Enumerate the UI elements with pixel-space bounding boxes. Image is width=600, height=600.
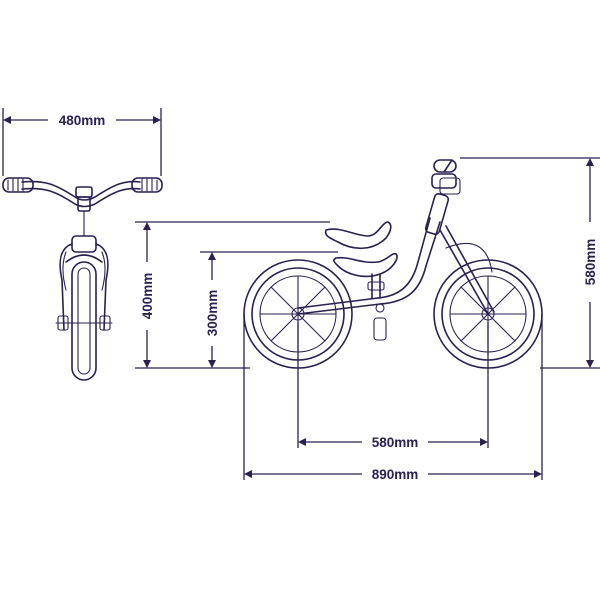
frame xyxy=(297,192,495,341)
hub-height-dimension xyxy=(200,251,338,368)
total-height-dimension xyxy=(460,157,600,369)
front-view xyxy=(2,177,163,381)
wheelbase-dimension xyxy=(297,322,489,448)
dimension-lines xyxy=(2,108,600,480)
front-fork xyxy=(55,243,113,331)
left-grip xyxy=(2,177,34,193)
front-handlebar xyxy=(2,177,163,208)
seat xyxy=(324,221,398,299)
right-grip xyxy=(131,177,163,193)
total-height-label: 580mm xyxy=(583,239,598,286)
side-handlebar xyxy=(431,159,461,195)
hub-height-label: 300mm xyxy=(205,290,220,337)
side-view xyxy=(243,159,543,369)
dimension-labels: 480mm 400mm 300mm 580mm 580mm 890mm xyxy=(59,113,598,482)
seat-height-dimension xyxy=(135,221,330,369)
front-wheel xyxy=(65,254,103,381)
handlebar-width-label: 480mm xyxy=(59,113,106,128)
wheelbase-label: 580mm xyxy=(372,435,419,450)
handlebar-width-dimension xyxy=(2,108,162,176)
total-length-dimension xyxy=(243,314,543,480)
total-length-label: 890mm xyxy=(372,467,419,482)
seat-height-label: 400mm xyxy=(140,273,155,320)
